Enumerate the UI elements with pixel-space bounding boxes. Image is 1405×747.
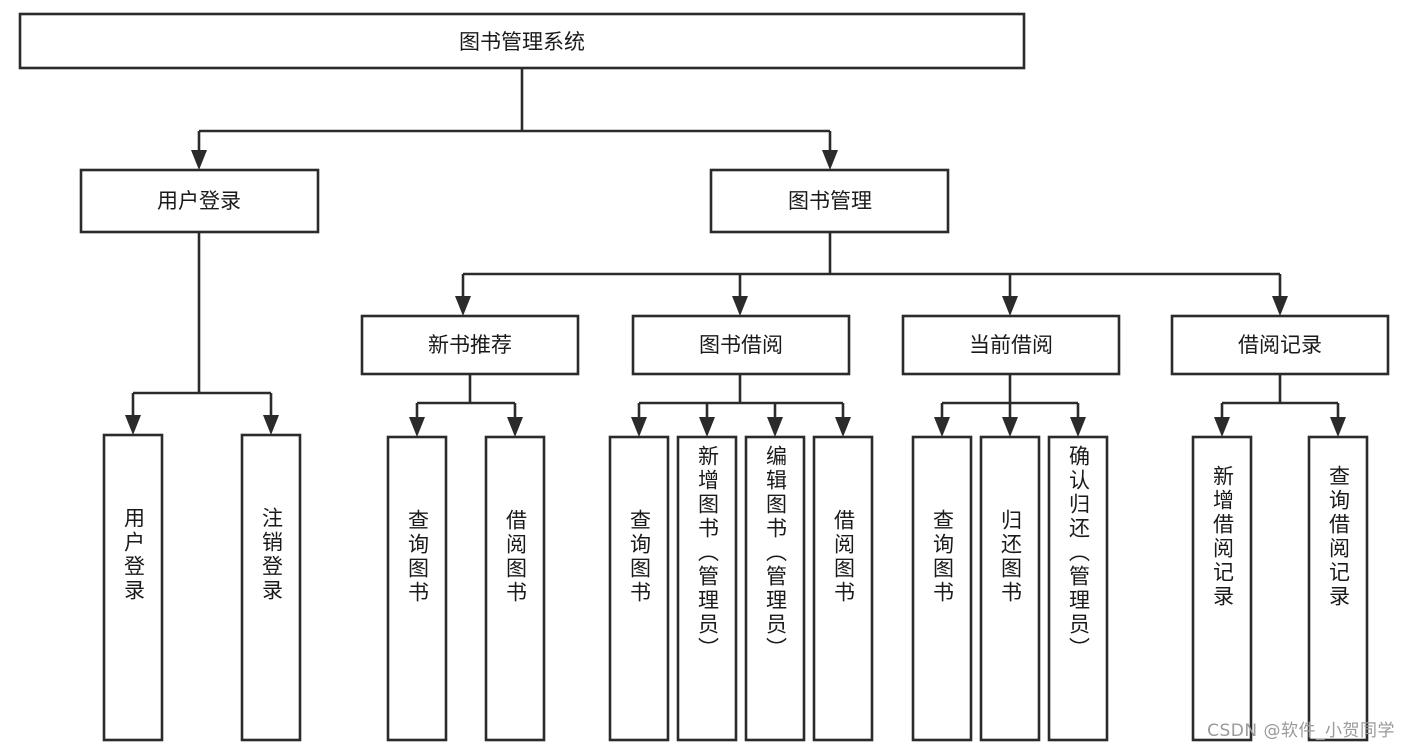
arrowhead-leaf-book-borrow-4 <box>835 417 851 437</box>
leaf-box-current-borrow-3[interactable] <box>1047 435 1109 742</box>
leaf-box-current-borrow-2[interactable] <box>979 435 1041 742</box>
arrowhead-leaf-current-borrow-2 <box>1002 417 1018 437</box>
node-current-borrow[interactable]: 当前借阅 <box>901 314 1121 376</box>
node-new-book-recommend[interactable]: 新书推荐 <box>360 314 580 376</box>
arrowhead-book-borrow <box>732 296 748 316</box>
leaf-box-new-book-1[interactable] <box>386 435 448 742</box>
node-layer: 图书管理系统 用户登录 图书管理 新书推荐 图书借阅 <box>18 12 1390 742</box>
node-book-borrow-label: 图书借阅 <box>699 333 783 357</box>
leaf-box-book-borrow-4[interactable] <box>812 435 874 742</box>
arrowhead-leaf-borrow-record-2 <box>1330 417 1346 437</box>
node-book-manage-box[interactable] <box>709 168 950 234</box>
leaf-box-book-borrow-1[interactable] <box>608 435 670 742</box>
node-borrow-record-label: 借阅记录 <box>1238 333 1322 357</box>
leaf-box-borrow-record-2[interactable] <box>1307 435 1369 742</box>
leaf-box-user-login-2[interactable] <box>240 433 302 742</box>
node-current-borrow-label: 当前借阅 <box>969 333 1053 357</box>
arrowhead-leaf-borrow-record-1 <box>1214 417 1230 437</box>
leaf-box-book-borrow-3[interactable] <box>744 435 806 742</box>
arrowhead-book-manage <box>822 150 838 170</box>
arrowhead-layer <box>125 150 1346 437</box>
arrowhead-leaf-book-borrow-1 <box>631 417 647 437</box>
leaf-box-new-book-2[interactable] <box>484 435 546 742</box>
node-user-login-label: 用户登录 <box>157 189 241 213</box>
node-book-borrow-box[interactable] <box>631 314 851 376</box>
arrowhead-leaf-user-login-2 <box>263 415 279 435</box>
node-user-login-box[interactable] <box>79 168 320 234</box>
arrowhead-current-borrow <box>1002 296 1018 316</box>
node-borrow-record[interactable]: 借阅记录 <box>1170 314 1390 376</box>
node-borrow-record-box[interactable] <box>1170 314 1390 376</box>
node-user-login[interactable]: 用户登录 <box>79 168 320 234</box>
node-new-book-recommend-label: 新书推荐 <box>428 333 512 357</box>
csdn-watermark: CSDN @软件_小贺同学 <box>1207 721 1395 741</box>
arrowhead-new-book <box>455 296 471 316</box>
node-root[interactable]: 图书管理系统 <box>18 12 1026 70</box>
node-new-book-recommend-box[interactable] <box>360 314 580 376</box>
arrowhead-leaf-user-login-1 <box>125 415 141 435</box>
leaf-box-current-borrow-1[interactable] <box>911 435 973 742</box>
arrowhead-leaf-book-borrow-3 <box>767 417 783 437</box>
arrowhead-leaf-new-book-2 <box>507 417 523 437</box>
arrowhead-leaf-book-borrow-2 <box>699 417 715 437</box>
node-book-manage[interactable]: 图书管理 <box>709 168 950 234</box>
arrowhead-borrow-record <box>1272 296 1288 316</box>
connector-layer <box>131 68 1340 417</box>
arrowhead-leaf-current-borrow-3 <box>1070 417 1086 437</box>
node-root-box[interactable] <box>18 12 1026 70</box>
arrowhead-leaf-current-borrow-1 <box>934 417 950 437</box>
leaf-box-user-login-1[interactable] <box>102 433 164 742</box>
node-book-borrow[interactable]: 图书借阅 <box>631 314 851 376</box>
arrowhead-user-login <box>191 150 207 170</box>
arrowhead-leaf-new-book-1 <box>409 417 425 437</box>
node-root-label: 图书管理系统 <box>459 30 585 54</box>
node-current-borrow-box[interactable] <box>901 314 1121 376</box>
leaf-box-borrow-record-1[interactable] <box>1191 435 1253 742</box>
node-book-manage-label: 图书管理 <box>788 189 872 213</box>
leaf-box-book-borrow-2[interactable] <box>676 435 738 742</box>
